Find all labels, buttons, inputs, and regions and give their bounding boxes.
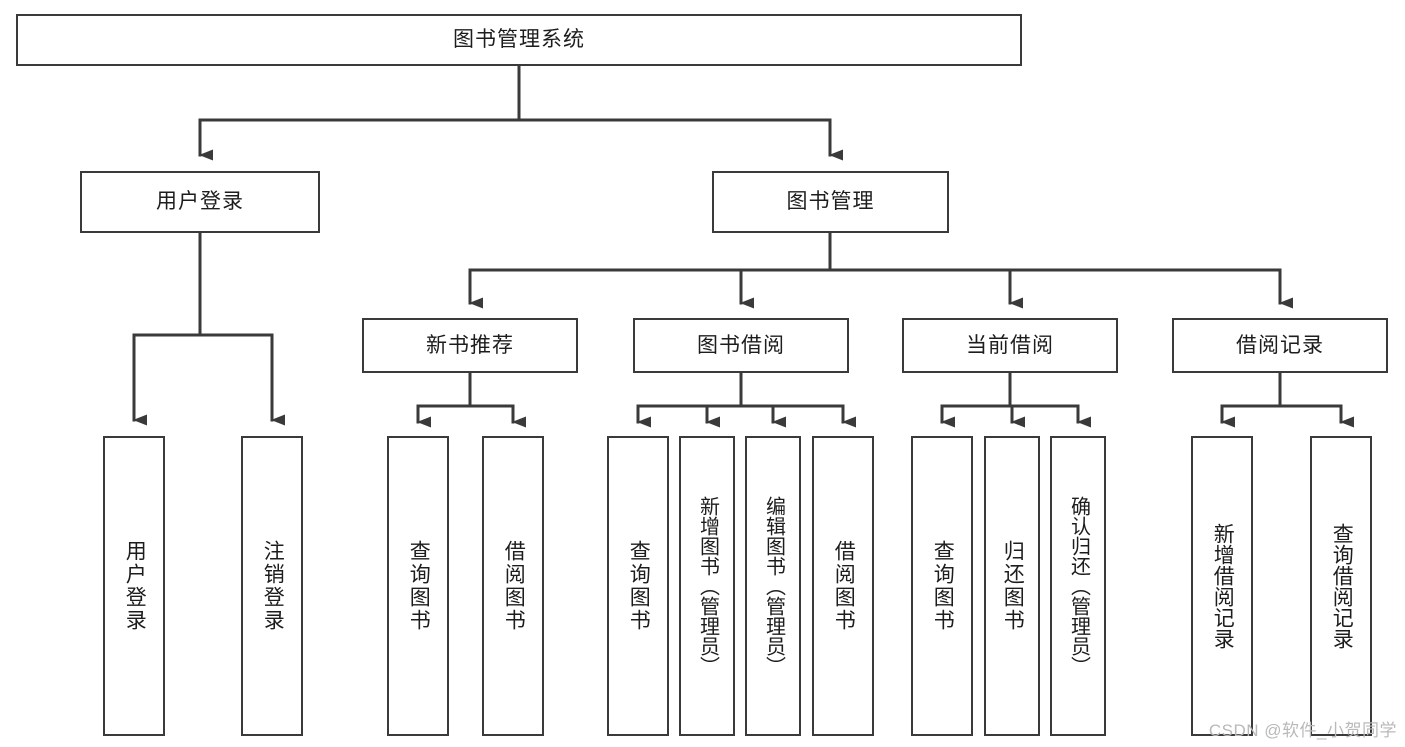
node-book-borrow[interactable]: 图书借阅 (633, 318, 849, 373)
node-leaf-add-book[interactable]: 新增图书（管理员） (679, 436, 735, 736)
node-leaf-add-record[interactable]: 新增借阅记录 (1191, 436, 1253, 736)
node-leaf-borrow-book-1-label: 借阅图书 (502, 540, 526, 632)
node-book-manage[interactable]: 图书管理 (712, 171, 949, 233)
node-root-label: 图书管理系统 (453, 28, 585, 52)
node-leaf-add-record-label: 新增借阅记录 (1211, 523, 1235, 649)
node-root[interactable]: 图书管理系统 (16, 14, 1022, 66)
node-leaf-borrow-book-1[interactable]: 借阅图书 (482, 436, 544, 736)
node-leaf-borrow-book-2-label: 借阅图书 (832, 540, 856, 632)
node-borrow-record-label: 借阅记录 (1236, 333, 1324, 357)
node-leaf-edit-book-label: 编辑图书（管理员） (762, 496, 785, 676)
node-current-borrow-label: 当前借阅 (966, 333, 1054, 357)
watermark: CSDN @软件_小贺同学 (1208, 721, 1397, 740)
node-book-borrow-label: 图书借阅 (697, 333, 785, 357)
node-leaf-query-book-2[interactable]: 查询图书 (607, 436, 669, 736)
node-current-borrow[interactable]: 当前借阅 (902, 318, 1118, 373)
node-user-login[interactable]: 用户登录 (80, 171, 320, 233)
node-leaf-query-book-3-label: 查询图书 (931, 540, 955, 632)
node-leaf-add-book-label: 新增图书（管理员） (696, 496, 719, 676)
node-borrow-record[interactable]: 借阅记录 (1172, 318, 1388, 373)
node-user-login-label: 用户登录 (156, 190, 244, 214)
node-leaf-query-book-3[interactable]: 查询图书 (911, 436, 973, 736)
node-book-manage-label: 图书管理 (786, 190, 875, 214)
node-leaf-query-record[interactable]: 查询借阅记录 (1310, 436, 1372, 736)
node-new-book-recommend-label: 新书推荐 (426, 333, 514, 357)
node-leaf-query-book-1-label: 查询图书 (407, 540, 431, 632)
node-leaf-confirm-return[interactable]: 确认归还（管理员） (1050, 436, 1106, 736)
node-leaf-logout[interactable]: 注销登录 (241, 436, 303, 736)
node-leaf-borrow-book-2[interactable]: 借阅图书 (812, 436, 874, 736)
node-leaf-query-record-label: 查询借阅记录 (1330, 523, 1354, 649)
node-leaf-user-login[interactable]: 用户登录 (103, 436, 165, 736)
node-leaf-user-login-label: 用户登录 (123, 540, 147, 632)
node-leaf-return-book[interactable]: 归还图书 (984, 436, 1040, 736)
node-leaf-confirm-return-label: 确认归还（管理员） (1067, 496, 1090, 676)
node-leaf-return-book-label: 归还图书 (1001, 540, 1025, 632)
node-leaf-query-book-2-label: 查询图书 (627, 540, 651, 632)
node-leaf-edit-book[interactable]: 编辑图书（管理员） (745, 436, 801, 736)
node-leaf-logout-label: 注销登录 (261, 540, 285, 632)
node-new-book-recommend[interactable]: 新书推荐 (362, 318, 578, 373)
node-leaf-query-book-1[interactable]: 查询图书 (387, 436, 449, 736)
